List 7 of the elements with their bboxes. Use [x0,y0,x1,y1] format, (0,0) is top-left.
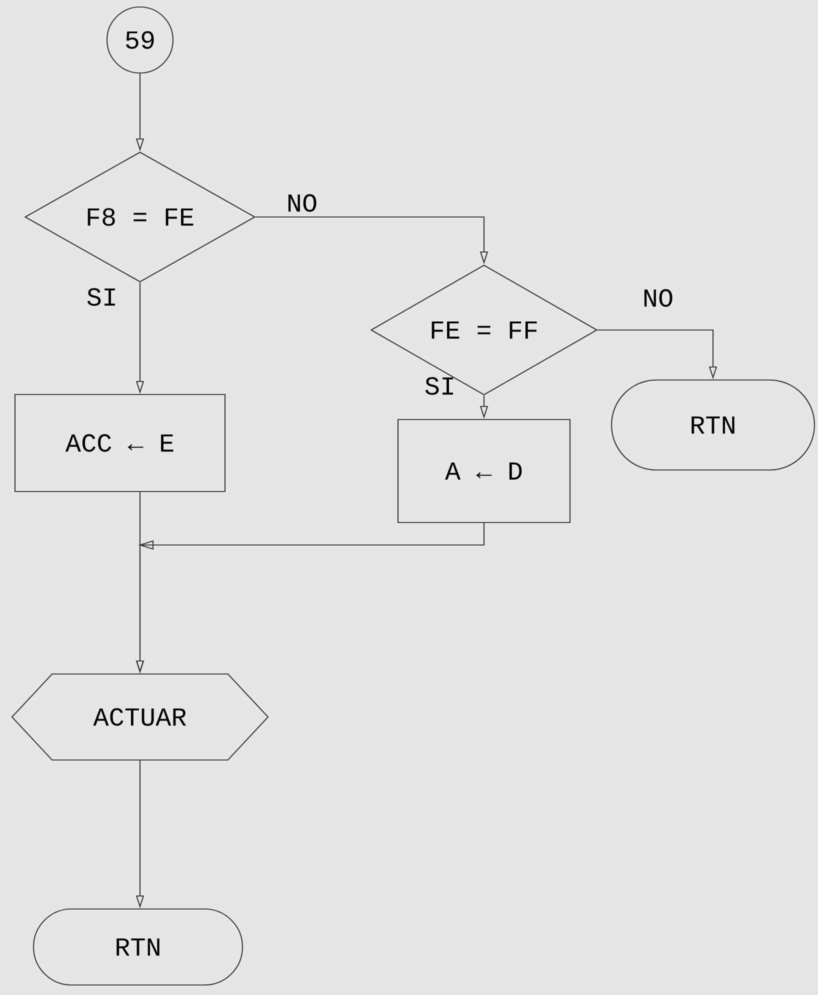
edge-label: SI [425,377,454,395]
process-box: ACC ← E [14,394,226,492]
edge-label: NO [644,289,672,307]
preparation-hexagon: ACTUAR [11,673,269,761]
edge-label: SI [87,288,116,306]
edge-label: NO [288,194,316,212]
process-box: A ← D [397,418,571,524]
